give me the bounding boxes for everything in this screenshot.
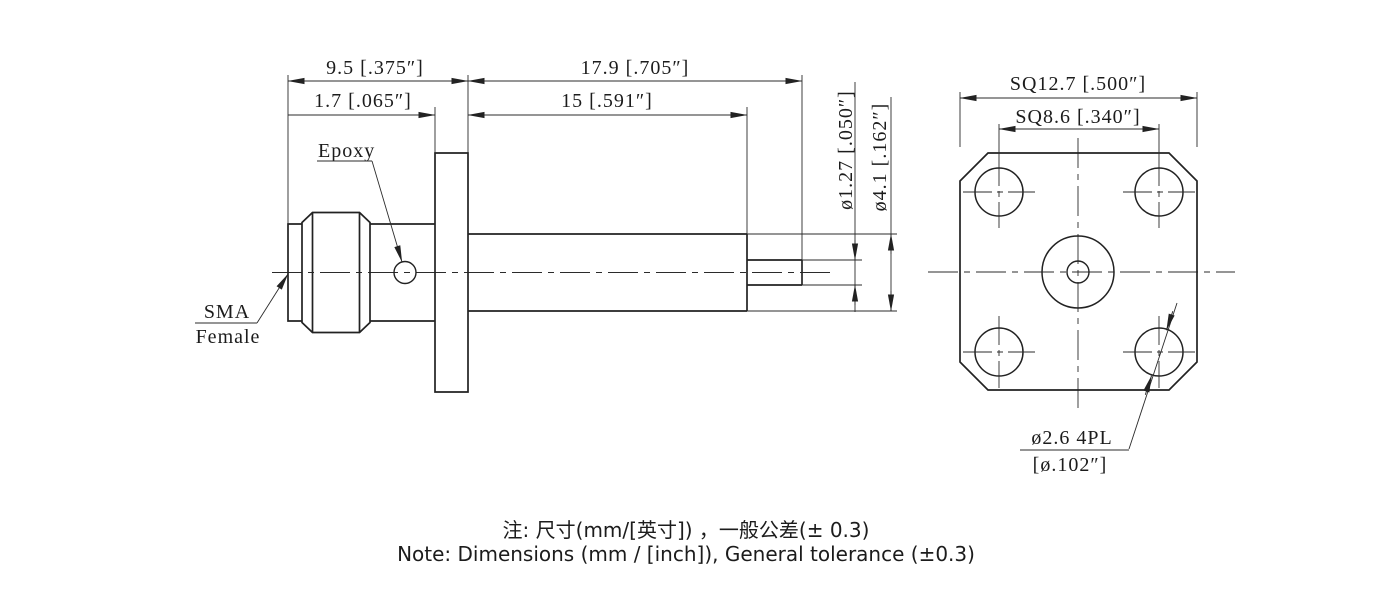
dim-flange-square: SQ12.7 [.500″] bbox=[959, 73, 1198, 147]
dim-front-length-text: 9.5 [.375″] bbox=[326, 57, 424, 79]
front-view: SQ12.7 [.500″] SQ8.6 [.340″] ø2.6 4PL [ø… bbox=[928, 73, 1235, 476]
dim-tube-diameter-text: ø4.1 [.162″] bbox=[869, 103, 891, 212]
dim-hole-pattern-square-text: SQ8.6 [.340″] bbox=[1015, 106, 1140, 128]
epoxy-callout: Epoxy bbox=[317, 140, 403, 263]
sma-label-line2: Female bbox=[196, 326, 261, 348]
epoxy-hole-circle bbox=[393, 260, 417, 285]
hole-centermarks bbox=[963, 124, 1195, 388]
dim-rear-length-text: 17.9 [.705″] bbox=[581, 57, 690, 79]
dim-tube-diameter: ø4.1 [.162″] bbox=[869, 97, 895, 312]
sma-female-callout: SMA Female bbox=[195, 273, 289, 348]
dim-stub-length: 15 [.591″] bbox=[467, 90, 748, 119]
rear-tube bbox=[468, 233, 748, 312]
dim-hole-pattern-square: SQ8.6 [.340″] bbox=[998, 106, 1160, 133]
mounting-hole-dia-inch-text: [ø.102″] bbox=[1033, 454, 1108, 476]
dim-rear-length: 17.9 [.705″] bbox=[467, 57, 803, 85]
dim-flange-square-text: SQ12.7 [.500″] bbox=[1010, 73, 1146, 95]
thread-chamfer-lines bbox=[311, 212, 361, 333]
dim-pin-diameter: ø1.27 [.050″] bbox=[835, 82, 859, 312]
threaded-barrel bbox=[301, 211, 371, 334]
sma-label-line1: SMA bbox=[204, 301, 250, 323]
mounting-hole-dia-mm-text: ø2.6 4PL bbox=[1031, 427, 1112, 449]
dim-pin-diameter-text: ø1.27 [.050″] bbox=[835, 90, 857, 210]
pilot-cylinder bbox=[287, 223, 302, 322]
note-line-en: Note: Dimensions (mm / [inch]), General … bbox=[397, 542, 975, 566]
center-pin-circle bbox=[1066, 260, 1090, 284]
connector-body bbox=[370, 223, 435, 322]
dim-stub-length-text: 15 [.591″] bbox=[561, 90, 653, 112]
dim-front-length: 9.5 [.375″] bbox=[287, 57, 469, 85]
side-view: 9.5 [.375″] 17.9 [.705″] 1.7 [.065″] 15 … bbox=[195, 57, 897, 393]
flange-front-outline bbox=[959, 152, 1198, 391]
notes-block: 注: 尺寸(mm/[英寸]) ，一般公差(± 0.3) Note: Dimens… bbox=[397, 518, 975, 566]
note-line-zh: 注: 尺寸(mm/[英寸]) ，一般公差(± 0.3) bbox=[503, 518, 870, 542]
outer-body-circle bbox=[1041, 235, 1115, 309]
mounting-hole-callout: ø2.6 4PL [ø.102″] bbox=[1020, 302, 1178, 476]
flange-side-profile bbox=[434, 152, 469, 393]
dim-flange-thickness: 1.7 [.065″] bbox=[288, 90, 436, 119]
dim-flange-thickness-text: 1.7 [.065″] bbox=[314, 90, 412, 112]
epoxy-label: Epoxy bbox=[318, 140, 375, 162]
